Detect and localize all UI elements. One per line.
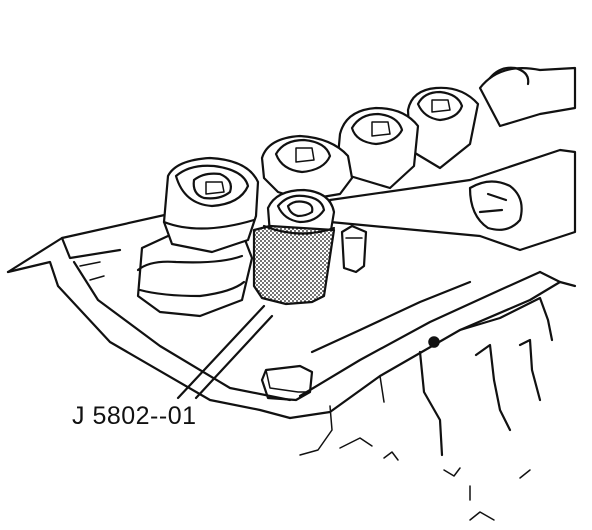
- rocker-arm-front: [136, 156, 260, 318]
- bolt-hole: [428, 336, 440, 348]
- callout-leader-line-2: [194, 314, 274, 400]
- rocker-arm-assemblies: [260, 66, 577, 202]
- push-rod: [340, 224, 368, 274]
- cylinder-head: [6, 210, 577, 521]
- tool-j5802-01: [252, 188, 336, 306]
- tool-callout-label: J 5802--01: [72, 402, 197, 430]
- callout-leader-line: [176, 304, 266, 400]
- wrench-handle: [328, 148, 577, 252]
